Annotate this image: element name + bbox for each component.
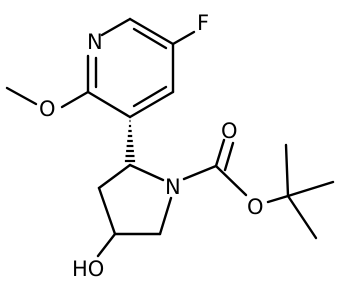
bond-c3-c2 — [97, 163, 132, 190]
bond-c4-c3 — [97, 186, 117, 236]
bond-n1-c5 — [158, 196, 173, 236]
bond-ester-o-tbutyl — [266, 194, 290, 204]
bond-carbonyl-o-double-a — [214, 138, 226, 168]
bond-c4-oh — [96, 232, 117, 258]
atom-label-carbonyl-o: O — [221, 119, 238, 143]
bond-c3-c2 — [86, 90, 132, 119]
pyrrolidine-ring — [97, 163, 173, 236]
bond-c5-f — [171, 30, 196, 46]
bond-c4-c3-inner — [132, 85, 168, 108]
bond-c6-c5-inner — [132, 27, 168, 50]
bond-n1-carbonyl — [182, 164, 218, 181]
atom-label-pyridine-n: N — [87, 30, 103, 54]
bond-carbonyl-o-double-b — [223, 141, 235, 172]
atom-label-methoxy-o: O — [39, 97, 56, 121]
hashed-wedge-bond — [124, 119, 136, 163]
atom-label-pyrrolidine-n: N — [165, 175, 181, 199]
bond-c2-o — [60, 90, 90, 109]
bond-n-c6 — [100, 17, 132, 37]
bond-tbutyl-methyl-up — [284, 143, 290, 198]
atom-label-hydroxyl: HO — [72, 257, 104, 281]
atom-label-ester-o: O — [247, 195, 264, 219]
bond-carbonyl-ester-o — [214, 164, 248, 197]
bond-tbutyl-methyl-down — [286, 194, 318, 240]
bond-tbutyl-methyl-right — [286, 180, 335, 198]
bond-c4-c3 — [128, 90, 175, 119]
bond-c2-n1 — [128, 163, 165, 182]
pyridine-ring — [86, 17, 175, 119]
bond-c6-c5 — [128, 17, 175, 46]
bond-o-methyl — [5, 86, 38, 106]
atom-label-fluorine: F — [197, 11, 209, 35]
